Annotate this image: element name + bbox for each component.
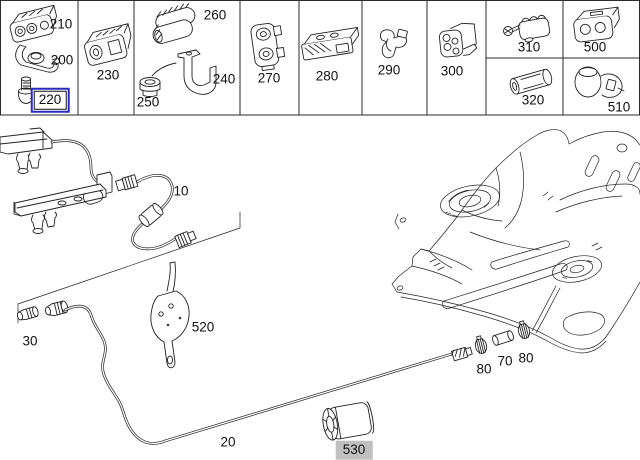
callout-70[interactable]: 70 [497,353,513,369]
callout-510[interactable]: 510 [607,99,631,115]
part-thumb-320[interactable] [509,68,554,95]
hose-damper [138,203,164,227]
callout-280[interactable]: 280 [315,68,339,84]
callout-500[interactable]: 500 [583,39,607,55]
part-thumb-240[interactable] [151,49,217,95]
callout-80-right[interactable]: 80 [518,350,534,366]
callout-220-selected[interactable]: 220 [30,87,70,113]
fuel-rail-assembly[interactable] [0,127,113,234]
callout-30[interactable]: 30 [22,333,38,349]
callout-200[interactable]: 200 [50,52,74,68]
hose-fitting-line-end [174,230,197,249]
damper-530[interactable] [321,401,375,441]
callout-220-text: 220 [33,90,67,110]
part-thumb-270[interactable] [250,22,286,72]
callout-250[interactable]: 250 [136,94,160,110]
clamp-80-left[interactable] [473,335,488,355]
bracket-520[interactable] [150,261,190,369]
callout-300[interactable]: 300 [440,63,464,79]
callout-240[interactable]: 240 [212,71,236,87]
callout-10[interactable]: 10 [173,183,189,199]
part-thumb-250[interactable] [139,77,161,97]
callout-310[interactable]: 310 [517,39,541,55]
callout-290[interactable]: 290 [377,62,401,78]
fuel-pump-cover-rear [552,255,602,283]
callout-20[interactable]: 20 [220,434,236,450]
part-thumb-230[interactable] [81,23,135,67]
line-end-fitting [451,346,473,362]
part-thumb-500[interactable] [572,6,621,43]
part-thumb-280[interactable] [300,27,361,61]
part-thumb-260[interactable] [147,2,200,45]
part-thumb-200[interactable] [15,44,61,73]
callout-320[interactable]: 320 [521,92,545,108]
callout-530-highlighted[interactable]: 530 [335,440,373,460]
callout-520[interactable]: 520 [191,319,215,335]
hose-fitting-rail-end [115,174,139,192]
callout-260[interactable]: 260 [203,7,227,23]
fuel-pump-cover-front [440,184,500,218]
fuel-hose-10[interactable] [115,174,197,251]
part-thumb-310[interactable] [503,14,552,43]
callout-80-left[interactable]: 80 [476,361,492,377]
fitting-30[interactable] [16,300,69,321]
callout-210[interactable]: 210 [49,16,73,32]
fuel-line-20[interactable] [63,304,473,445]
leader-line-250 [151,62,177,77]
group-boundary-line [17,211,241,324]
sleeve-70[interactable] [491,330,514,346]
car-underbody [391,129,640,354]
part-thumb-300[interactable] [438,22,478,58]
part-thumb-290[interactable] [379,28,408,59]
callout-270[interactable]: 270 [257,70,281,86]
part-thumb-210[interactable] [7,4,60,43]
callout-230[interactable]: 230 [96,67,120,83]
clamp-80-right[interactable] [516,320,531,340]
part-thumb-510[interactable] [574,66,625,98]
